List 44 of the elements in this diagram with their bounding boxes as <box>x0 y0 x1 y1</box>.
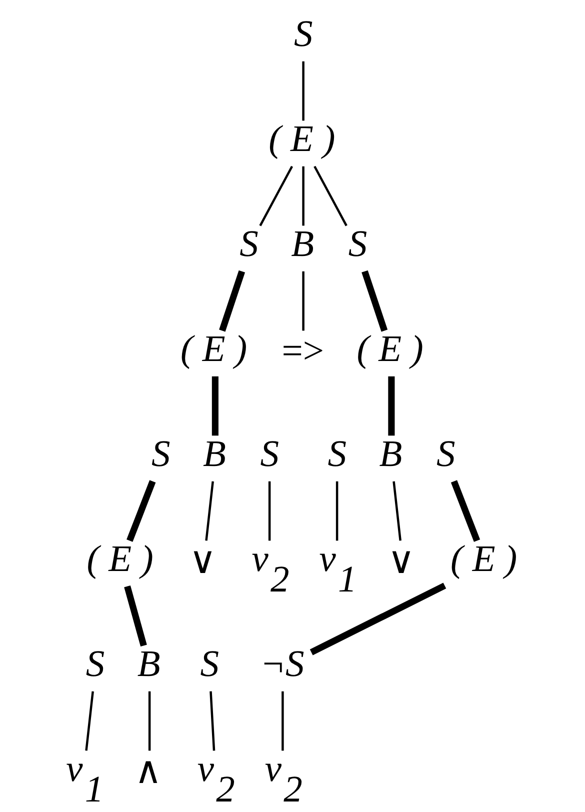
node-text: B <box>378 434 402 475</box>
node-text: S <box>200 644 218 685</box>
node-text: ∧ <box>134 750 162 792</box>
node-text: ( E ) <box>180 329 247 370</box>
connector <box>450 480 480 542</box>
node-text: S <box>150 434 170 475</box>
connector <box>309 582 446 656</box>
connector <box>302 271 304 331</box>
connector <box>302 61 304 121</box>
node-text: => <box>281 330 324 372</box>
connector <box>258 166 293 226</box>
connector <box>302 166 304 226</box>
node-text: S <box>85 644 104 685</box>
node-text: S <box>260 434 278 475</box>
node-text: S <box>436 434 455 475</box>
node-text: S <box>348 224 367 265</box>
connector <box>209 691 215 751</box>
connector <box>335 481 338 541</box>
connector <box>392 481 401 541</box>
connector <box>268 481 270 541</box>
node-text: S <box>293 14 312 55</box>
connector <box>204 481 214 541</box>
connector <box>124 585 146 647</box>
connector <box>84 691 94 751</box>
connector <box>281 691 284 751</box>
node-text: ¬S <box>260 644 304 685</box>
node-text: ∨ <box>387 540 416 582</box>
node-text: S <box>239 224 258 265</box>
node-text: ( E ) <box>356 329 423 370</box>
connector <box>126 480 156 542</box>
node-text: B <box>136 644 160 685</box>
node-text: ( E ) <box>86 539 153 580</box>
node-text: ∨ <box>188 540 216 582</box>
node-text: ( E ) <box>268 119 335 160</box>
connector <box>361 270 388 332</box>
connector <box>211 376 218 436</box>
node-text: ( E ) <box>450 539 517 580</box>
node-text: S <box>327 434 346 475</box>
connector <box>388 376 394 436</box>
node-text: B <box>290 224 314 265</box>
node-text: B <box>202 434 226 475</box>
connector <box>313 166 347 226</box>
connector <box>148 691 150 751</box>
connector <box>218 270 245 332</box>
